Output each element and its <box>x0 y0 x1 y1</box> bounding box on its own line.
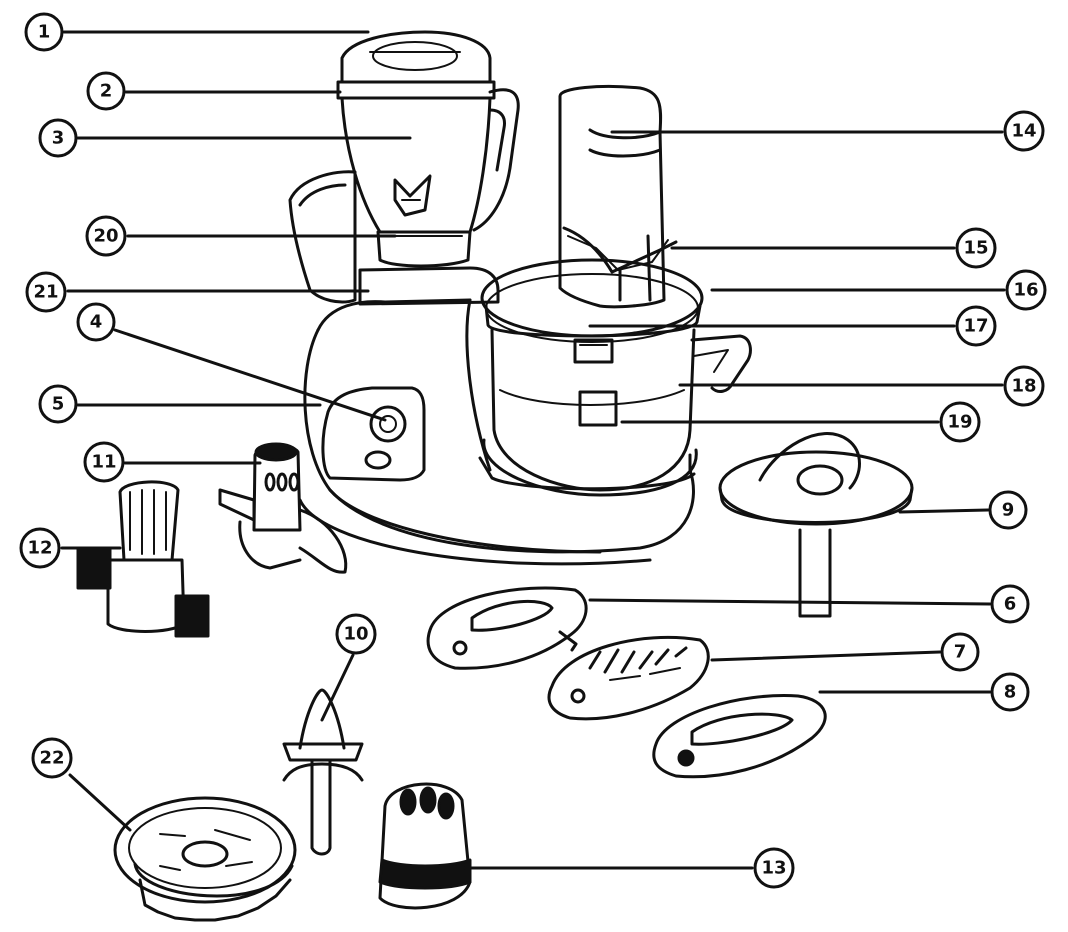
leader-6 <box>588 598 992 606</box>
callout-1: 1 <box>24 12 64 52</box>
callout-12: 12 <box>19 527 61 569</box>
callout-17: 17 <box>955 305 997 347</box>
svg-text:21: 21 <box>33 282 58 303</box>
slicing-disc <box>426 586 588 670</box>
leader-9 <box>898 508 990 514</box>
svg-text:9: 9 <box>1002 500 1015 521</box>
callout-3: 3 <box>38 118 78 158</box>
callout-6: 6 <box>990 584 1030 624</box>
svg-text:7: 7 <box>954 642 967 663</box>
svg-text:18: 18 <box>1011 376 1036 397</box>
mini-mill-container <box>378 782 472 910</box>
svg-text:1: 1 <box>38 22 51 43</box>
disc-holder <box>718 432 914 618</box>
blender-coupling-collar <box>288 170 500 306</box>
svg-text:15: 15 <box>963 238 988 259</box>
svg-text:12: 12 <box>27 538 52 559</box>
svg-text:8: 8 <box>1004 682 1017 703</box>
callout-8: 8 <box>990 672 1030 712</box>
callout-5: 5 <box>38 384 78 424</box>
svg-text:2: 2 <box>100 81 113 102</box>
callout-21: 21 <box>25 271 67 313</box>
chopper-blade <box>218 442 348 574</box>
svg-text:4: 4 <box>90 312 103 333</box>
svg-text:5: 5 <box>52 394 65 415</box>
callout-20: 20 <box>85 215 127 257</box>
callout-16: 16 <box>1005 269 1047 311</box>
citrus-strainer <box>113 796 297 922</box>
grating-disc <box>547 636 710 721</box>
svg-text:14: 14 <box>1011 121 1036 142</box>
svg-text:22: 22 <box>39 748 64 769</box>
callout-7: 7 <box>940 632 980 672</box>
callout-19: 19 <box>939 401 981 443</box>
callout-10: 10 <box>335 613 377 655</box>
callout-13: 13 <box>753 847 795 889</box>
control-panel <box>321 386 426 482</box>
leader-lines <box>60 30 1006 870</box>
leader-22 <box>68 773 132 832</box>
leader-10 <box>320 653 355 722</box>
processor-bowl <box>478 258 752 497</box>
blender-jug <box>336 30 520 268</box>
svg-text:6: 6 <box>1004 594 1017 615</box>
callout-22: 22 <box>31 737 73 779</box>
svg-text:19: 19 <box>947 412 972 433</box>
feed-tube-pusher <box>558 84 678 309</box>
shredding-disc <box>652 694 827 779</box>
leader-4 <box>113 328 387 422</box>
svg-text:13: 13 <box>761 858 786 879</box>
whisk-attachment <box>76 480 210 638</box>
leader-7 <box>710 650 942 662</box>
callout-14: 14 <box>1003 110 1045 152</box>
svg-text:10: 10 <box>343 624 368 645</box>
callout-2: 2 <box>86 71 126 111</box>
callout-9: 9 <box>988 490 1028 530</box>
callout-15: 15 <box>955 227 997 269</box>
callout-11: 11 <box>83 441 125 483</box>
callout-18: 18 <box>1003 365 1045 407</box>
callouts: 1 2 3 4 5 6 7 8 9 10 11 12 13 14 15 16 1… <box>19 12 1047 889</box>
svg-text:17: 17 <box>963 316 988 337</box>
svg-text:11: 11 <box>91 452 116 473</box>
svg-text:20: 20 <box>93 226 118 247</box>
callout-4: 4 <box>76 302 116 342</box>
svg-text:16: 16 <box>1013 280 1038 301</box>
svg-text:3: 3 <box>52 128 65 149</box>
citrus-cone <box>282 688 364 856</box>
